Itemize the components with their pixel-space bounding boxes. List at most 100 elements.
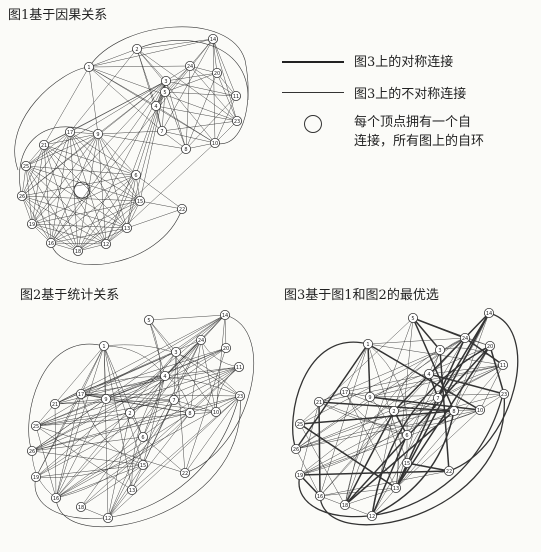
- fig2-edge: [224, 314, 227, 349]
- fig2-edge: [80, 345, 105, 395]
- fig1-edge: [164, 91, 187, 150]
- fig2-edge: [31, 450, 144, 466]
- fig1-edge: [50, 38, 214, 244]
- fig3-node-circle: [432, 392, 443, 403]
- fig3-node-label: 9: [368, 395, 371, 401]
- fig1-node-label: 23: [234, 119, 240, 125]
- fig3-node-label: 18: [342, 503, 348, 509]
- fig1-edge: [135, 80, 167, 176]
- fig2-node-label: 17: [78, 392, 84, 398]
- fig1-edge: [25, 165, 137, 176]
- fig1-node-label: 10: [212, 141, 218, 147]
- fig1-edge: [50, 200, 141, 244]
- fig2-node-label: 26: [29, 449, 35, 455]
- fig2-node-9: 9: [101, 393, 112, 404]
- fig1-edge: [88, 65, 191, 68]
- fig1-edge: [212, 38, 216, 144]
- fig2-edge: [31, 436, 144, 452]
- fig1-edge: [69, 131, 141, 202]
- fig1-edge: [21, 80, 167, 197]
- fig1-node-circle: [150, 101, 161, 112]
- fig3-edge: [319, 337, 466, 497]
- fig1-node-circle: [184, 61, 195, 72]
- fig1-node-25: 25: [20, 160, 31, 171]
- fig3-node-circle: [443, 465, 454, 476]
- fig3-node-24: 24: [459, 332, 470, 343]
- fig1-edge: [161, 91, 166, 132]
- fig2-edge: [189, 366, 240, 414]
- fig2-node-21: 21: [50, 398, 61, 409]
- fig1-node-label: 18: [75, 249, 81, 255]
- fig2-node-label: 5: [147, 318, 150, 324]
- fig1-node-17: 17: [65, 127, 76, 138]
- fig2-edge: [80, 366, 240, 395]
- fig2-edge: [35, 345, 105, 478]
- fig1-node-label: 14: [210, 37, 216, 43]
- fig3-node-circle: [401, 457, 412, 468]
- fig3-edge: [344, 373, 430, 393]
- fig1-edge: [50, 174, 137, 244]
- fig2-edge: [54, 403, 57, 499]
- fig1-node-circle: [65, 127, 76, 138]
- fig1-node-label: 9: [96, 132, 99, 138]
- fig2-edge: [55, 351, 177, 499]
- fig1-node-24: 24: [184, 61, 195, 72]
- fig2-edge: [80, 347, 227, 395]
- fig1-edge: [21, 165, 27, 197]
- fig1-edge: [88, 48, 138, 68]
- fig1-edge: [185, 72, 218, 150]
- fig1-node-label: 16: [48, 241, 54, 247]
- fig1-edge: [97, 130, 163, 135]
- fig3-node-16: 16: [314, 490, 325, 501]
- fig3-edge: [369, 396, 399, 489]
- fig2-node-1: 1: [99, 340, 110, 351]
- fig1-outer-arc: [88, 26, 249, 145]
- fig3-edge: [479, 364, 504, 411]
- fig2-node-circle: [159, 370, 170, 381]
- fig3-node-circle: [498, 388, 509, 399]
- fig2-edge: [35, 464, 144, 478]
- fig2-edge: [103, 345, 144, 466]
- fig1-outer-arc: [19, 126, 99, 197]
- fig1-node-label: 8: [184, 147, 187, 153]
- fig2-node-15: 15: [137, 459, 148, 470]
- fig2-edges: [31, 314, 241, 519]
- fig2-node-circle: [220, 342, 231, 353]
- fig2-node-20: 20: [220, 342, 231, 353]
- fig2-node-label: 21: [52, 402, 58, 408]
- fig3-edge: [299, 410, 455, 476]
- fig1-node-15: 15: [134, 195, 145, 206]
- fig2-edge: [31, 395, 241, 452]
- fig3-node-label: 17: [342, 390, 348, 396]
- fig3-edge: [369, 396, 481, 411]
- fig2-edge: [80, 464, 144, 508]
- fig1-edge: [161, 120, 238, 132]
- fig3-node-20: 20: [484, 340, 495, 351]
- fig1-edge: [185, 95, 237, 150]
- fig2-node-label: 4: [163, 374, 166, 380]
- fig1-edge: [161, 130, 216, 144]
- fig2-node-23: 23: [234, 390, 245, 401]
- fig1-node-label: 3: [164, 79, 167, 85]
- fig1-node-18: 18: [73, 245, 84, 256]
- fig3-edge: [412, 317, 441, 351]
- fig1-node-circle: [160, 76, 171, 87]
- fig2-edge: [148, 314, 226, 321]
- fig1-node-19: 19: [26, 218, 37, 229]
- fig2-node-label: 13: [129, 488, 135, 494]
- fig2-node-label: 8: [188, 411, 191, 417]
- fig3-node-circle: [401, 429, 412, 440]
- fig3-edge: [299, 470, 450, 476]
- fig1-edge: [31, 80, 167, 225]
- fig3-edge: [295, 337, 466, 450]
- fig1-node-circle: [130, 169, 141, 180]
- fig3-node-label: 3: [438, 348, 441, 354]
- fig1-node-8: 8: [180, 143, 191, 154]
- fig1-edge: [69, 131, 107, 245]
- fig1-node-26: 26: [16, 190, 27, 201]
- fig3-edge: [344, 396, 371, 506]
- fig2-edge: [55, 395, 241, 499]
- fig2-edge: [35, 314, 226, 427]
- fig2-edge: [31, 412, 191, 452]
